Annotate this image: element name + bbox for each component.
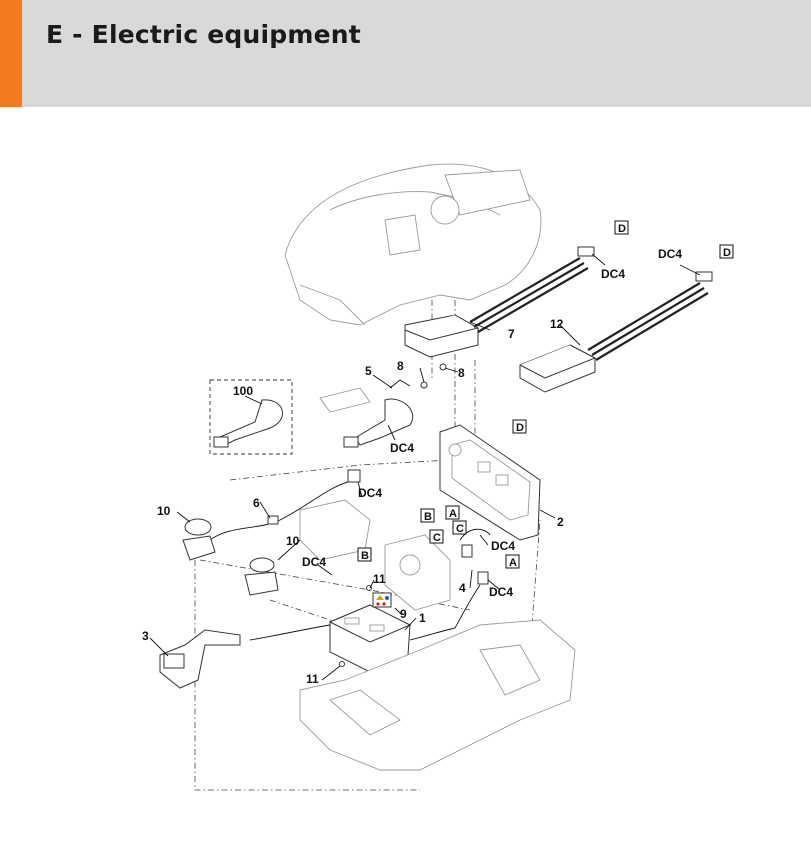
top-cover-housing (284, 163, 542, 326)
ref-box-a: A (509, 557, 517, 569)
ref-box-d: D (516, 422, 524, 434)
connector-labels: DC4 DC4 DC4 DC4 DC4 DC4 DC4 (302, 247, 682, 599)
connector-label-dc4: DC4 (658, 247, 682, 261)
part-label-11b: 11 (306, 672, 319, 686)
ref-box-d: D (723, 247, 731, 259)
screws-11 (339, 585, 372, 667)
part-label-5: 5 (365, 364, 372, 378)
part-12-control-unit (519, 271, 713, 393)
part-1-battery-unit (249, 604, 456, 673)
leader-lines (149, 253, 701, 681)
part-4-cable (454, 528, 491, 629)
part-label-10b: 10 (286, 534, 300, 548)
ref-box-c: C (456, 523, 464, 535)
connector-label-dc4: DC4 (489, 585, 513, 599)
part-label-6: 6 (253, 496, 260, 510)
part-2-main-board (439, 424, 541, 541)
drive-motors (299, 499, 451, 611)
header-band (0, 0, 811, 107)
part-6-cable-harness (209, 469, 361, 541)
ref-box-b: B (361, 550, 369, 562)
ref-box-d: D (618, 223, 626, 235)
part-5-board (319, 379, 413, 448)
connector-label-dc4: DC4 (491, 539, 515, 553)
part-3-bracket (159, 629, 241, 689)
part-label-7: 7 (508, 327, 515, 341)
part-7-control-unit (404, 246, 595, 358)
part-label-9: 9 (400, 607, 407, 621)
ref-box-c: C (433, 532, 441, 544)
header-accent-bar (0, 0, 22, 107)
part-100-cable (209, 379, 293, 455)
part-label-100: 100 (233, 384, 253, 398)
part-label-10a: 10 (157, 504, 171, 518)
screws-8 (420, 363, 447, 389)
connector-label-dc4: DC4 (358, 486, 382, 500)
part-label-8b: 8 (458, 366, 465, 380)
part-label-4: 4 (459, 581, 466, 595)
part-label-8a: 8 (397, 359, 404, 373)
base-chassis (299, 619, 576, 771)
part-10-seals (182, 518, 279, 596)
reference-boxes: D D D A A B B C C (357, 220, 734, 569)
part-label-2: 2 (557, 515, 564, 529)
ref-box-b: B (424, 511, 432, 523)
connector-label-dc4: DC4 (302, 555, 326, 569)
part-label-1: 1 (419, 611, 426, 625)
part-number-labels: 1 2 3 4 5 6 7 8 8 9 10 10 11 11 12 100 (142, 317, 564, 686)
ref-box-a: A (449, 508, 457, 520)
connector-label-dc4: DC4 (390, 441, 414, 455)
part-label-3: 3 (142, 629, 149, 643)
part-9-warning-label (372, 592, 392, 608)
connector-label-dc4: DC4 (601, 267, 625, 281)
part-label-11a: 11 (373, 572, 386, 586)
page-title: E - Electric equipment (46, 20, 361, 49)
part-label-12: 12 (550, 317, 564, 331)
